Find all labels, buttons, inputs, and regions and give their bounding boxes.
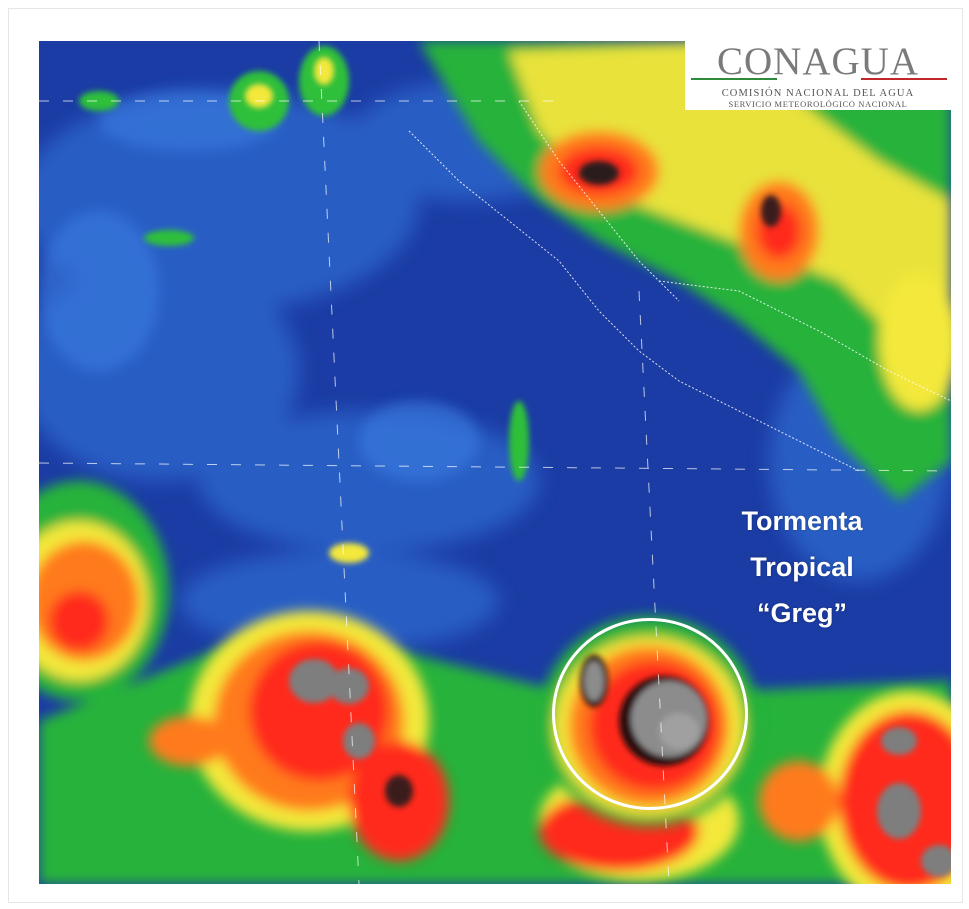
logo-subtitle: COMISIÓN NACIONAL DEL AGUA [721, 88, 915, 99]
satellite-infrared-map [39, 41, 951, 884]
logo-green-bar [691, 78, 777, 80]
logo-red-bar [861, 78, 947, 80]
storm-label-line1: Tormenta [741, 506, 863, 536]
storm-label-line2: Tropical [750, 552, 854, 582]
conagua-logo: CONAGUA COMISIÓN NACIONAL DEL AGUA SERVI… [685, 40, 951, 110]
storm-label-line3: “Greg” [756, 598, 848, 628]
logo-wordmark: CONAGUA [717, 40, 919, 83]
satellite-image [39, 41, 951, 884]
logo-service: SERVICIO METEOROLÓGICO NACIONAL [728, 99, 908, 109]
storm-circle-icon [552, 618, 748, 810]
